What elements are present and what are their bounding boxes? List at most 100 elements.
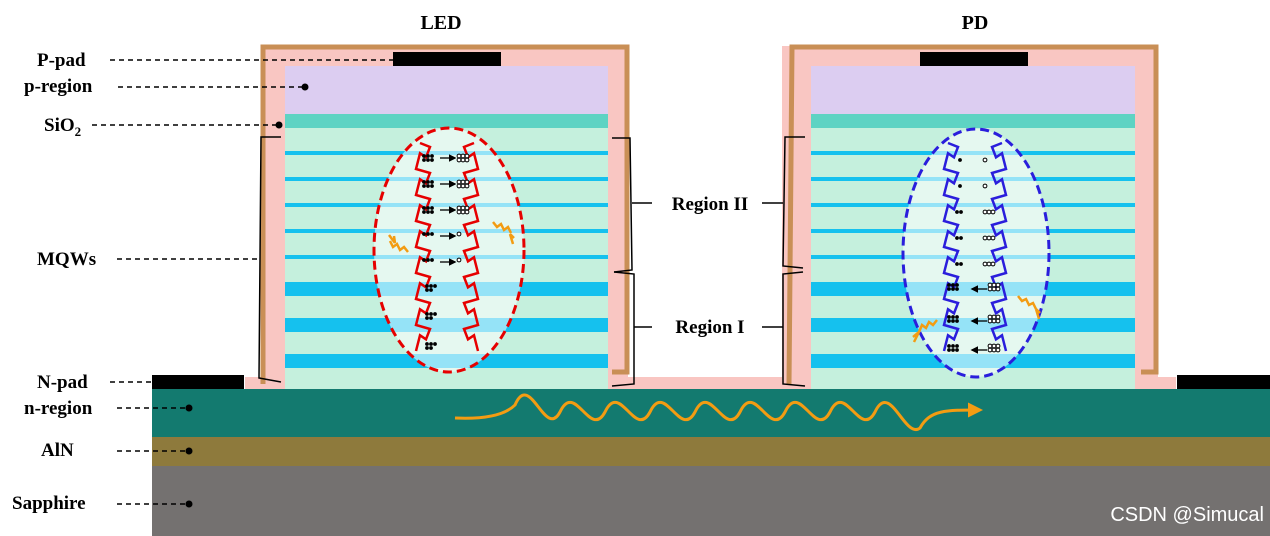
electron [422,232,426,236]
hole [990,209,996,215]
hole [991,314,997,320]
pad-metal-outline [260,44,1159,385]
hole [464,209,470,215]
led-band-diagram [414,141,480,352]
electron [433,284,437,288]
electron [951,348,955,352]
hole [991,286,997,292]
label-sapphire: Sapphire [12,493,86,514]
valence-band-edge [942,141,960,352]
p-pad-pd [920,52,1028,66]
electron [426,232,430,236]
label-p-region: p-region [24,76,93,97]
electron [426,158,430,162]
electron [433,312,437,316]
hole [986,235,992,241]
electron [955,262,959,266]
label-mqws: MQWs [37,249,96,270]
photon-emission-icons [388,221,1041,343]
electron [955,319,959,323]
hole [460,205,466,211]
electron [425,288,429,292]
electron [947,315,951,319]
electron [947,348,951,352]
leader-dots [185,83,309,508]
hole [456,209,462,215]
electron [430,158,434,162]
sapphire-layer [152,466,1270,536]
electron [422,158,426,162]
n-region-layer [152,389,1270,437]
pd-active-zone [901,127,1051,379]
electron [430,154,434,158]
hole [464,153,470,159]
hole [991,343,997,349]
hole [464,205,470,211]
hole [982,157,988,163]
electron [425,346,429,350]
watermark: CSDN @Simucal [1110,504,1264,526]
hole [460,157,466,163]
guided-wave [454,393,983,432]
hole [987,314,993,320]
hole [990,261,996,267]
electron [955,344,959,348]
hole [990,235,996,241]
hole [995,282,1001,288]
electron [430,184,434,188]
electron [429,288,433,292]
hole [987,347,993,353]
hole [991,282,997,288]
electron [955,210,959,214]
hole [991,318,997,324]
electron [947,287,951,291]
electron [429,284,433,288]
electron [429,342,433,346]
hole [986,209,992,215]
hole [987,343,993,349]
pd-title: PD [962,12,989,34]
n-pad-right [1177,375,1270,389]
electron [430,258,434,262]
electron [426,206,430,210]
hole [456,257,462,263]
electron [951,344,955,348]
hole [987,318,993,324]
electron [951,283,955,287]
electron [425,312,429,316]
electron [955,283,959,287]
electron [947,319,951,323]
electron [426,210,430,214]
electron [955,236,959,240]
label-region-1: Region I [675,317,744,338]
hole [987,286,993,292]
electron [430,206,434,210]
electron [955,315,959,319]
label-n-region: n-region [24,398,93,419]
conduction-band-edge [462,141,480,352]
electron [426,258,430,262]
leader-lines [92,59,395,505]
electron [955,348,959,352]
electron [422,180,426,184]
electron [958,184,962,188]
p-pad-led [393,52,501,66]
led-title: LED [420,12,461,34]
conduction-band-edge [990,141,1008,352]
electron [955,287,959,291]
electron [422,258,426,262]
pd-band-diagram [942,141,1008,352]
label-aln: AlN [41,440,74,461]
hole [464,157,470,163]
hole [456,153,462,159]
label-region-2: Region II [672,194,749,215]
electron [429,312,433,316]
hole [456,231,462,237]
electron [422,210,426,214]
electron [422,184,426,188]
hole [460,183,466,189]
electron [422,206,426,210]
hole [987,282,993,288]
electron [433,342,437,346]
